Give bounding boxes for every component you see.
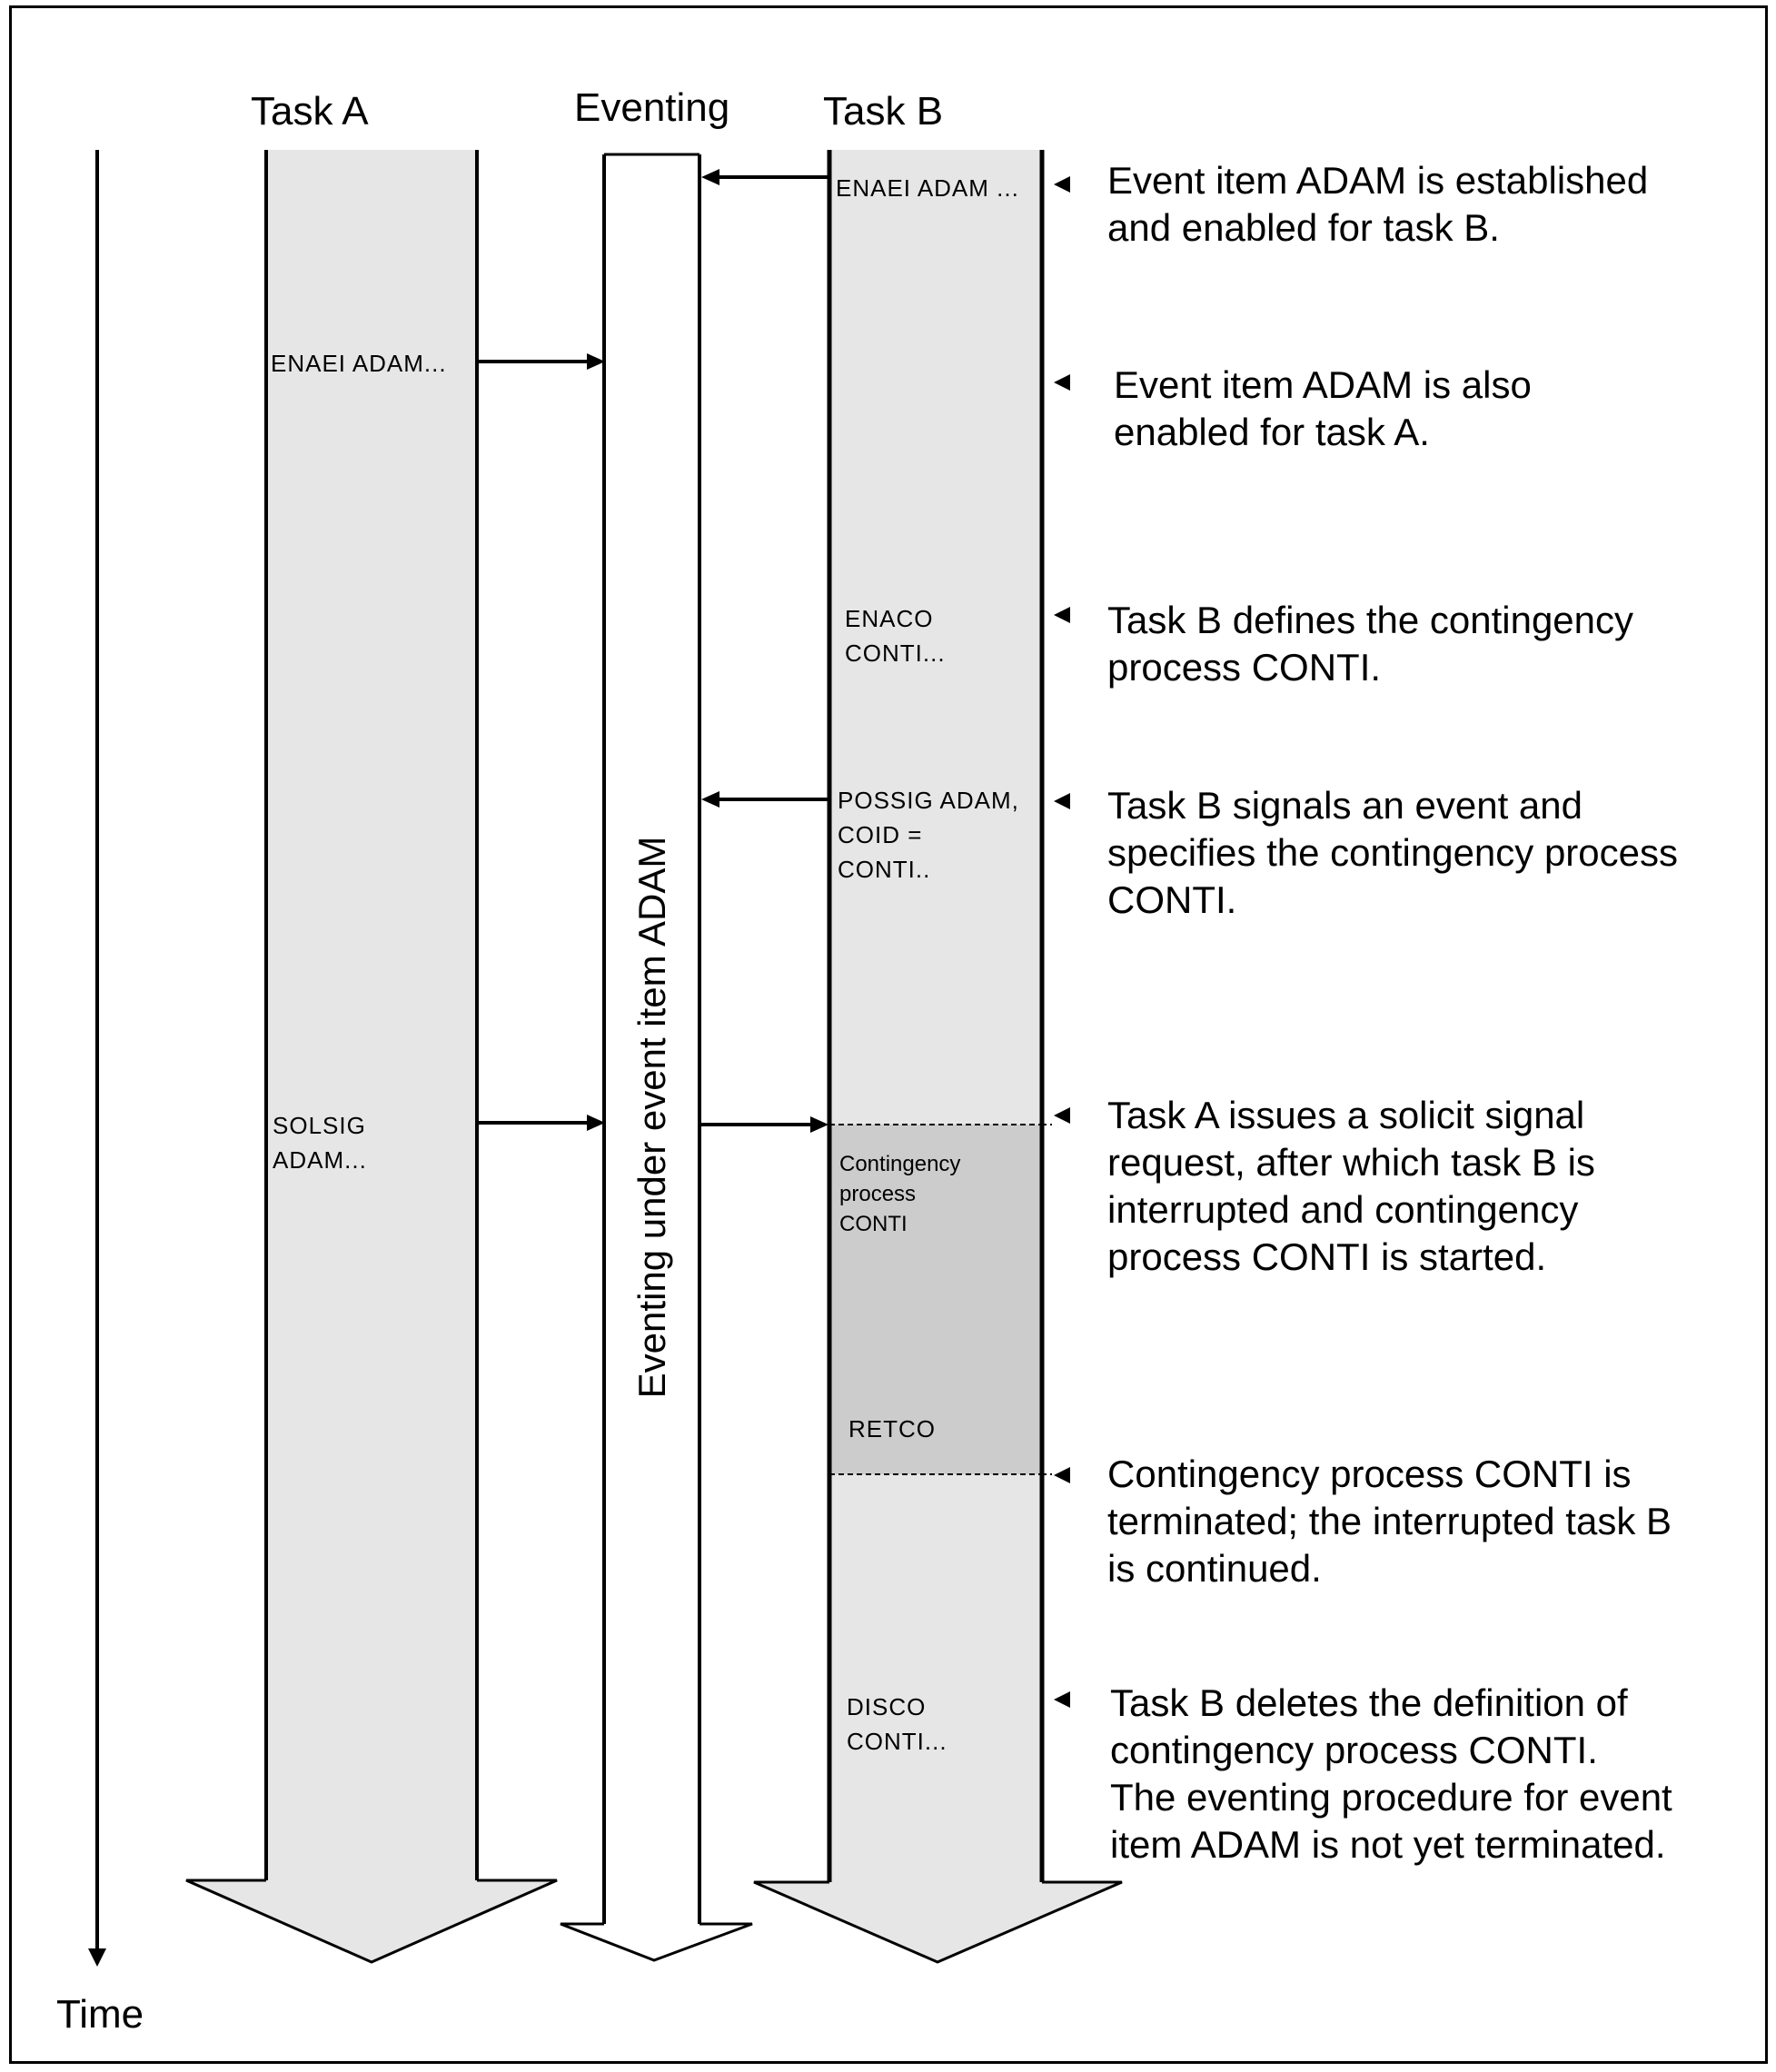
task-b-enaco-command: ENACO CONTI... xyxy=(845,605,946,667)
arrow-a-enaei-to-eventing xyxy=(477,353,605,370)
task-a-enaei-command: ENAEI ADAM... xyxy=(271,350,447,377)
figure-frame xyxy=(9,5,1768,2064)
annotation-7: Task B deletes the definition of conting… xyxy=(1110,1681,1672,1866)
annotation-marker-2 xyxy=(1054,374,1070,391)
task-b-enaei-command: ENAEI ADAM ... xyxy=(836,174,1019,202)
arrow-b-enaei-to-eventing xyxy=(701,169,829,185)
annotation-1: Event item ADAM is established and enabl… xyxy=(1107,159,1649,249)
task-b-contingency-label: Contingency process CONTI xyxy=(839,1152,961,1236)
task-b-retco-command: RETCO xyxy=(848,1415,936,1442)
annotation-marker-5 xyxy=(1054,1107,1070,1124)
task-b-disco-command: DISCO CONTI... xyxy=(847,1693,948,1755)
task-a-lane xyxy=(185,150,558,1964)
task-b-possig-command: POSSIG ADAM, COID = CONTI.. xyxy=(838,787,1019,883)
annotation-4: Task B signals an event and specifies th… xyxy=(1107,784,1679,921)
annotation-marker-1 xyxy=(1054,176,1070,193)
eventing-lane-label: Eventing under event item ADAM xyxy=(630,836,673,1399)
time-axis xyxy=(88,150,106,1967)
annotation-5: Task A issues a solicit signal request, … xyxy=(1107,1094,1595,1278)
header-task-a: Task A xyxy=(251,89,369,134)
annotation-2: Event item ADAM is also enabled for task… xyxy=(1114,363,1532,453)
annotation-marker-7 xyxy=(1054,1691,1070,1708)
arrow-eventing-to-b xyxy=(699,1116,828,1133)
annotation-marker-3 xyxy=(1054,607,1070,623)
arrow-b-possig-to-eventing xyxy=(701,791,829,808)
annotation-marker-6 xyxy=(1054,1467,1070,1483)
eventing-lane xyxy=(560,153,753,1962)
contingency-block xyxy=(829,1125,1042,1474)
annotation-6: Contingency process CONTI is terminated;… xyxy=(1107,1452,1672,1590)
task-b-lane xyxy=(753,150,1123,1964)
header-eventing: Eventing xyxy=(574,85,730,130)
task-a-solsig-command: SOLSIG ADAM... xyxy=(273,1112,367,1174)
annotation-marker-4 xyxy=(1054,793,1070,809)
arrow-a-solsig-to-eventing xyxy=(477,1115,605,1131)
annotation-3: Task B defines the contingency process C… xyxy=(1107,599,1634,689)
header-task-b: Task B xyxy=(823,89,944,134)
time-axis-label: Time xyxy=(56,1992,144,2037)
